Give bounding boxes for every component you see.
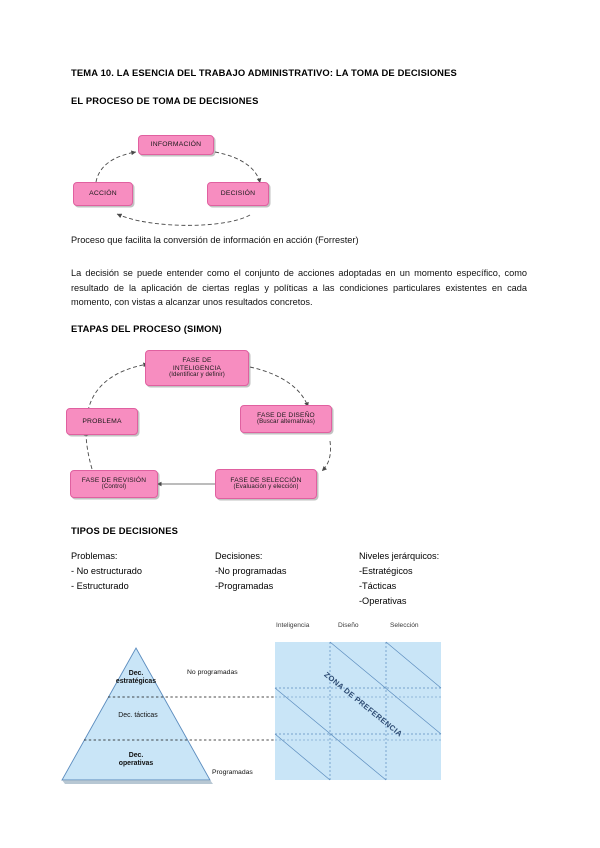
node-fase-diseno: FASE DE DISEÑO (Buscar alternativas) — [240, 405, 332, 433]
column-problemas-heading: Problemas: — [71, 551, 118, 561]
node-decision: DECISIÓN — [207, 182, 269, 206]
diagram-forrester-cycle: INFORMACIÓN DECISIÓN ACCIÓN — [60, 125, 300, 230]
node-fase-inteligencia-line1: FASE DE — [182, 357, 212, 365]
diagram-pyramid-preference-zone: Inteligencia Diseño Selección Dec. estra… — [60, 612, 480, 812]
section-heading-etapas: ETAPAS DEL PROCESO (SIMON) — [71, 323, 222, 334]
column-decisiones-item-0: -No programadas — [215, 566, 287, 576]
column-niveles-item-0: -Estratégicos — [359, 566, 413, 576]
node-fase-diseno-line1: FASE DE DISEÑO — [257, 411, 315, 419]
node-fase-inteligencia-sub: (Identificar y definir) — [169, 370, 225, 378]
label-programadas: Programadas — [212, 769, 253, 776]
node-fase-revision-sub: (Control) — [101, 483, 127, 491]
paragraph-forrester: Proceso que facilita la conversión de in… — [71, 235, 359, 245]
column-decisiones-heading: Decisiones: — [215, 551, 263, 561]
pyramid-level-estrategicas-line2: estratégicas — [115, 678, 157, 686]
paragraph-definicion: La decisión se puede entender como el co… — [71, 268, 527, 308]
pyramid-level-estrategicas: Dec. estratégicas — [101, 670, 171, 687]
pyramid-level-operativas-line1: Dec. — [128, 752, 144, 759]
column-decisiones: Decisiones: -No programadas -Programadas — [215, 549, 287, 594]
section-heading-proceso: EL PROCESO DE TOMA DE DECISIONES — [71, 95, 259, 106]
node-accion: ACCIÓN — [73, 182, 133, 206]
node-accion-label: ACCIÓN — [89, 190, 117, 198]
node-fase-seleccion: FASE DE SELECCIÓN (Evaluación y elección… — [215, 469, 317, 499]
node-fase-diseno-sub: (Buscar alternativas) — [257, 418, 315, 426]
pyramid-level-tacticas: Dec. tácticas — [98, 712, 178, 720]
column-niveles: Niveles jerárquicos: -Estratégicos -Táct… — [359, 549, 439, 609]
column-problemas: Problemas: - No estructurado - Estructur… — [71, 549, 142, 594]
node-problema-label: PROBLEMA — [82, 417, 122, 425]
node-fase-inteligencia: FASE DE INTELIGENCIA (Identificar y defi… — [145, 350, 249, 386]
node-fase-revision: FASE DE REVISIÓN (Control) — [70, 470, 158, 498]
page-title: TEMA 10. LA ESENCIA DEL TRABAJO ADMINIST… — [71, 67, 457, 78]
node-informacion: INFORMACIÓN — [138, 135, 214, 155]
column-problemas-item-1: - Estructurado — [71, 581, 129, 591]
pyramid-level-operativas: Dec. operativas — [101, 752, 171, 769]
node-fase-seleccion-line1: FASE DE SELECCIÓN — [230, 476, 302, 484]
node-fase-revision-line1: FASE DE REVISIÓN — [81, 476, 147, 484]
section-heading-tipos: TIPOS DE DECISIONES — [71, 525, 179, 536]
column-problemas-item-0: - No estructurado — [71, 566, 142, 576]
grid-header-seleccion: Selección — [390, 622, 419, 629]
column-niveles-heading: Niveles jerárquicos: — [359, 551, 440, 561]
column-niveles-item-2: -Operativas — [359, 596, 407, 606]
label-no-programadas: No programadas — [187, 669, 238, 676]
column-decisiones-item-1: -Programadas — [215, 581, 274, 591]
grid-header-diseno: Diseño — [338, 622, 359, 629]
diagram-simon-stages: FASE DE INTELIGENCIA (Identificar y defi… — [60, 345, 360, 510]
node-decision-label: DECISIÓN — [220, 190, 256, 198]
node-fase-inteligencia-line2: INTELIGENCIA — [172, 364, 222, 372]
node-problema: PROBLEMA — [66, 408, 138, 435]
pyramid-level-tacticas-line1: Dec. tácticas — [118, 712, 158, 719]
node-informacion-label: INFORMACIÓN — [150, 141, 202, 149]
pyramid-level-estrategicas-line1: Dec. — [128, 670, 144, 677]
pyramid-level-operativas-line2: operativas — [118, 760, 154, 768]
node-fase-seleccion-sub: (Evaluación y elección) — [233, 483, 299, 491]
grid-header-inteligencia: Inteligencia — [276, 622, 310, 629]
column-niveles-item-1: -Tácticas — [359, 581, 397, 591]
